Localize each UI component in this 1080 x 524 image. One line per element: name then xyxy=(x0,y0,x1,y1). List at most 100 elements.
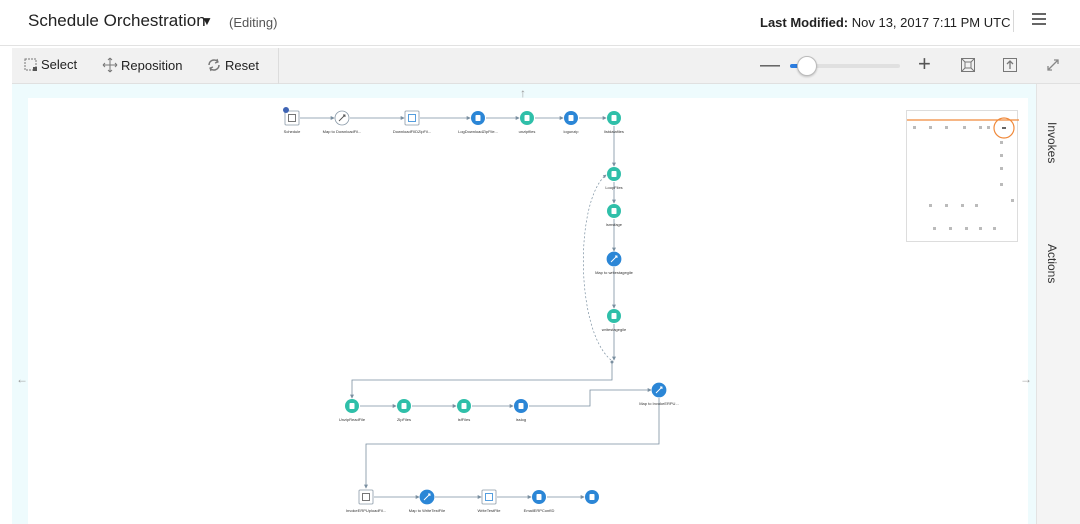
flow-node-label: Map to DownloadFil... xyxy=(322,129,362,134)
flow-connector xyxy=(364,398,660,489)
flow-node-label: writestagegile xyxy=(601,327,627,332)
hamburger-menu-icon[interactable] xyxy=(1032,13,1046,27)
flow-node-label: LoopFiles xyxy=(605,185,623,190)
flow-node-label: ZipFiles xyxy=(396,417,412,422)
map-icon xyxy=(423,493,431,501)
flow-node-end[interactable] xyxy=(585,490,599,504)
invoke-icon xyxy=(524,115,530,121)
scroll-up-arrow-icon[interactable]: ↑ xyxy=(520,86,526,100)
map-icon xyxy=(338,114,346,122)
flow-node-label: UnzipReadFile xyxy=(338,417,366,422)
select-icon xyxy=(24,58,37,71)
flow-node-map-to-writestagegile[interactable] xyxy=(606,251,622,267)
map-icon xyxy=(610,255,618,263)
start-badge-icon xyxy=(283,107,289,113)
fit-to-screen-icon[interactable] xyxy=(960,57,976,73)
select-button[interactable]: Select xyxy=(24,57,77,72)
map-icon xyxy=(655,386,663,394)
editing-status: (Editing) xyxy=(229,15,278,30)
invoke-icon xyxy=(611,313,617,319)
minimap-preview xyxy=(907,117,1019,230)
flow-connector xyxy=(529,388,652,407)
flow-node-lsffiles[interactable] xyxy=(457,399,471,413)
flow-node-label: lsmsfage xyxy=(605,222,623,227)
page-header: Schedule Orchestration ▼ (Editing) Last … xyxy=(0,0,1080,46)
loop-icon xyxy=(611,171,617,177)
invoke-icon xyxy=(401,403,407,409)
zoom-in-icon[interactable]: + xyxy=(918,51,931,76)
flow-node-map-to-invokeerpu[interactable] xyxy=(651,382,667,398)
flow-node-map-to-writetestfile[interactable] xyxy=(419,489,435,505)
expand-icon[interactable] xyxy=(1045,57,1061,73)
flow-node-zipfiles[interactable] xyxy=(397,399,411,413)
scroll-right-arrow-icon[interactable]: → xyxy=(1020,372,1032,386)
flow-node-label: Schedule xyxy=(283,129,301,134)
notify-icon xyxy=(536,494,542,500)
flow-node-label: logunzip xyxy=(563,129,579,134)
reset-button[interactable]: Reset xyxy=(206,57,259,73)
loop-back-connector xyxy=(583,174,612,361)
invoke-icon xyxy=(518,403,524,409)
flow-node-label: DownloadFIlDZipFil... xyxy=(392,129,432,134)
flow-node-writestagegile[interactable] xyxy=(607,309,621,323)
flow-node-logunzip[interactable] xyxy=(564,111,578,125)
flow-node-schedule[interactable] xyxy=(283,107,300,126)
zoom-out-icon[interactable]: — xyxy=(760,54,780,76)
flow-node-label: LogDownloadZipFile... xyxy=(458,129,498,134)
flow-node-lsmsfage[interactable] xyxy=(607,204,621,218)
last-modified-label: Last Modified: xyxy=(760,15,849,30)
zoom-slider[interactable] xyxy=(790,56,900,76)
flow-connectors xyxy=(300,116,660,499)
toolbar-divider xyxy=(278,48,279,84)
flow-node-label: InvokeERPUploadFil... xyxy=(345,508,387,513)
flow-node-unzipfiles[interactable] xyxy=(520,111,534,125)
flow-node-label: Map to InvokeERPU... xyxy=(639,401,679,406)
flow-node-loopfiles[interactable] xyxy=(607,167,621,181)
invoke-icon xyxy=(475,115,481,121)
invoke-icon xyxy=(611,115,617,121)
flag-icon xyxy=(485,493,493,501)
flow-node-downloadfildzipfil[interactable] xyxy=(404,110,420,126)
move-icon xyxy=(102,57,118,73)
flow-node-unzipreadfile[interactable] xyxy=(345,399,359,413)
overview-minimap[interactable] xyxy=(906,110,1019,242)
refresh-icon xyxy=(208,58,220,72)
flow-node-lsslog[interactable] xyxy=(514,399,528,413)
end-icon xyxy=(589,494,595,500)
flow-node-label: EmailERPConfID xyxy=(523,508,555,513)
reposition-button[interactable]: Reposition xyxy=(102,57,182,73)
zoom-slider-handle[interactable] xyxy=(796,56,817,76)
last-modified: Last Modified: Nov 13, 2017 7:11 PM UTC xyxy=(760,15,1010,30)
invoke-icon xyxy=(461,403,467,409)
flow-node-label: Map to writestagegile xyxy=(595,270,633,275)
flow-node-label: lsslog xyxy=(515,417,527,422)
flow-node-map-to-downloadfil[interactable] xyxy=(334,110,350,126)
select-label: Select xyxy=(41,57,78,72)
flow-node-label: lsfFiles xyxy=(457,417,471,422)
invoke-icon xyxy=(611,208,617,214)
invoke-icon xyxy=(349,403,355,409)
upload-icon xyxy=(362,493,370,501)
orchestration-canvas[interactable] xyxy=(12,84,1036,524)
flow-node-listdatafiles[interactable] xyxy=(607,111,621,125)
title-dropdown-icon[interactable]: ▼ xyxy=(201,14,213,28)
flow-node-label: unzipfiles xyxy=(518,129,536,134)
flow-node-emailerpconfid[interactable] xyxy=(532,490,546,504)
reposition-label: Reposition xyxy=(121,57,183,73)
flow-node-writetestfile[interactable] xyxy=(481,489,497,505)
header-divider xyxy=(1013,10,1014,32)
invoke-icon xyxy=(568,115,574,121)
flow-node-invokeerpuploadfil[interactable] xyxy=(358,489,374,505)
tab-invokes[interactable]: Invokes xyxy=(1045,122,1059,164)
schedule-icon xyxy=(288,114,296,122)
tab-actions[interactable]: Actions xyxy=(1045,244,1059,284)
flag-icon xyxy=(408,114,416,122)
right-side-panel: Invokes Actions xyxy=(1036,84,1080,524)
flow-nodes xyxy=(283,107,667,505)
flow-connector xyxy=(350,362,613,399)
scroll-left-arrow-icon[interactable]: ← xyxy=(16,372,28,386)
flow-node-logdownloadzipfile[interactable] xyxy=(471,111,485,125)
export-icon[interactable] xyxy=(1002,57,1018,73)
canvas-drawing-area xyxy=(28,98,1028,524)
canvas-toolbar: Select Reposition Reset — + xyxy=(12,48,1080,84)
